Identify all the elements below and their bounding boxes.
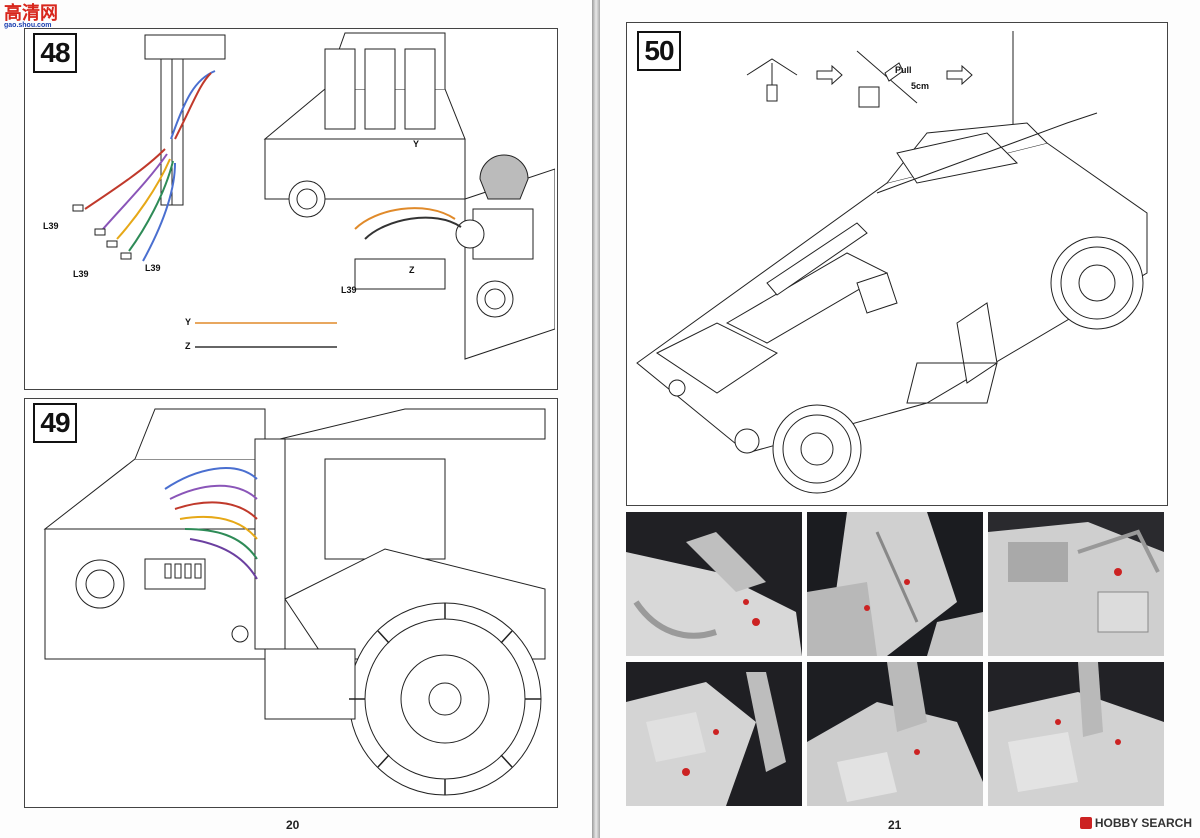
logo-text: 高清网	[4, 3, 58, 23]
logo-subtext: gao.shou.com	[4, 22, 52, 29]
label-l39-b: L39	[73, 269, 89, 279]
step-48-illustration: L39 L39 L39	[43, 32, 555, 360]
arrow-right-icon-2	[946, 64, 973, 86]
wire-6	[189, 538, 258, 580]
step-50-illustration: Pull 5cm	[636, 31, 1148, 494]
watermark-text: HOBBY SEARCH	[1094, 816, 1192, 830]
wire-5	[184, 528, 258, 560]
photo-3	[988, 512, 1164, 656]
site-logo: 高清网 gao.shou.com	[4, 4, 58, 29]
right-page: 50 Pull 5cm	[600, 0, 1200, 838]
label-l39-d: L39	[341, 285, 357, 295]
label-z: Z	[409, 265, 415, 275]
photo-1	[626, 512, 802, 656]
legend-z-key: Z	[185, 341, 191, 351]
wire-2	[169, 484, 258, 500]
label-5cm: 5cm	[911, 81, 929, 91]
photo-6	[988, 662, 1164, 806]
hobby-search-icon	[1079, 817, 1092, 829]
step-49-panel: 49	[24, 398, 558, 808]
page-number-left: 20	[286, 818, 300, 832]
label-pull: Pull	[895, 65, 912, 75]
label-l39-c: L39	[145, 263, 161, 273]
photo-5	[807, 662, 983, 806]
label-y: Y	[413, 139, 419, 149]
book-gutter	[592, 0, 600, 838]
legend-y-key: Y	[185, 317, 191, 327]
arrow-right-icon	[816, 64, 843, 86]
wire-3	[174, 501, 258, 520]
step-50-panel: 50 Pull 5cm	[626, 22, 1168, 506]
wire-1	[164, 467, 258, 490]
step-48-number: 48	[33, 33, 77, 73]
step-50-number: 50	[637, 31, 681, 71]
photo-2	[807, 512, 983, 656]
wire-4	[179, 515, 258, 540]
left-page: 高清网 gao.shou.com 48	[0, 0, 592, 838]
photo-4	[626, 662, 802, 806]
page-number-right: 21	[888, 818, 902, 832]
label-l39-a: L39	[43, 221, 59, 231]
watermark: HOBBY SEARCH	[1079, 816, 1192, 830]
step-49-illustration	[43, 408, 546, 796]
step-49-number: 49	[33, 403, 77, 443]
step-48-panel: 48 L39 L	[24, 28, 558, 390]
